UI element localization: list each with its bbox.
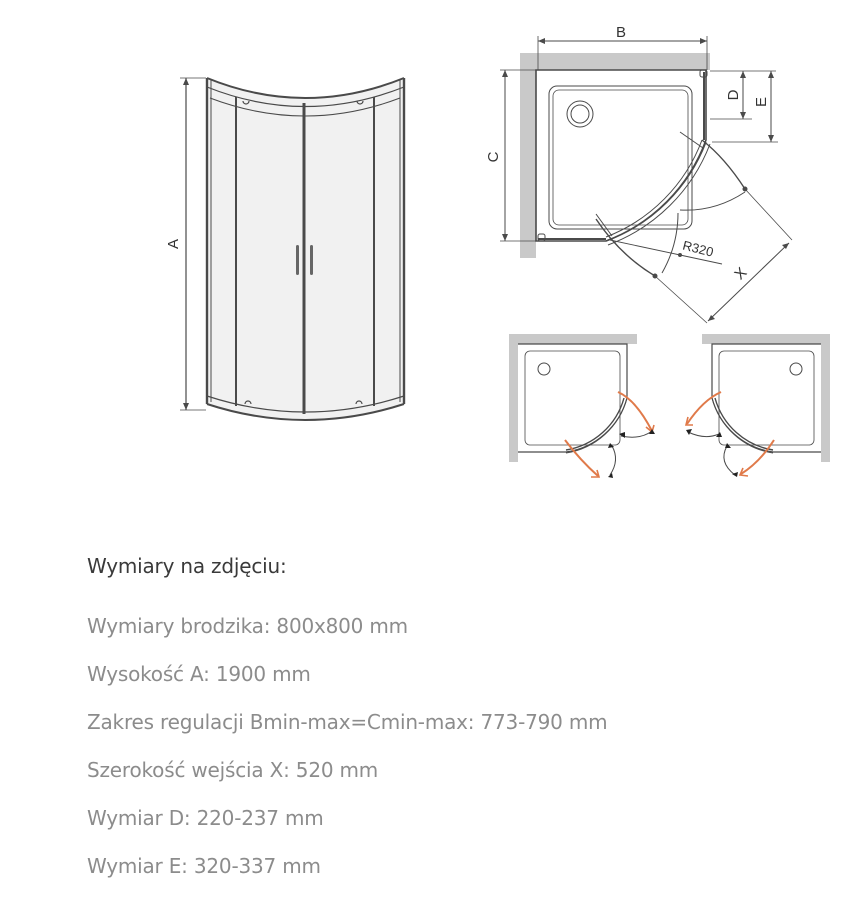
door-swing-right	[684, 334, 830, 477]
spec-height-a: Wysokość A: 1900 mm	[87, 662, 311, 686]
technical-drawing: A	[165, 24, 830, 478]
spec-dimension-d: Wymiar D: 220-237 mm	[87, 806, 324, 830]
dimension-specs: Wymiary na zdjęciu: Wymiary brodzika: 80…	[87, 548, 608, 896]
specs-heading: Wymiary na zdjęciu:	[87, 554, 287, 578]
spec-dimension-e: Wymiar E: 320-337 mm	[87, 854, 321, 878]
door-swing-left	[509, 334, 655, 478]
label-x: X	[731, 264, 750, 283]
spec-adjustment-range: Zakres regulacji Bmin-max=Cmin-max: 773-…	[87, 710, 608, 734]
front-elevation	[180, 77, 406, 421]
plan-view	[500, 36, 793, 324]
label-b: B	[616, 24, 626, 41]
label-r320: R320	[681, 238, 715, 260]
spec-entry-width-x: Szerokość wejścia X: 520 mm	[87, 758, 379, 782]
label-e: E	[753, 97, 770, 107]
label-a: A	[165, 239, 182, 249]
label-d: D	[725, 89, 742, 100]
spec-tray-dimensions: Wymiary brodzika: 800x800 mm	[87, 614, 408, 638]
label-c: C	[485, 151, 502, 162]
